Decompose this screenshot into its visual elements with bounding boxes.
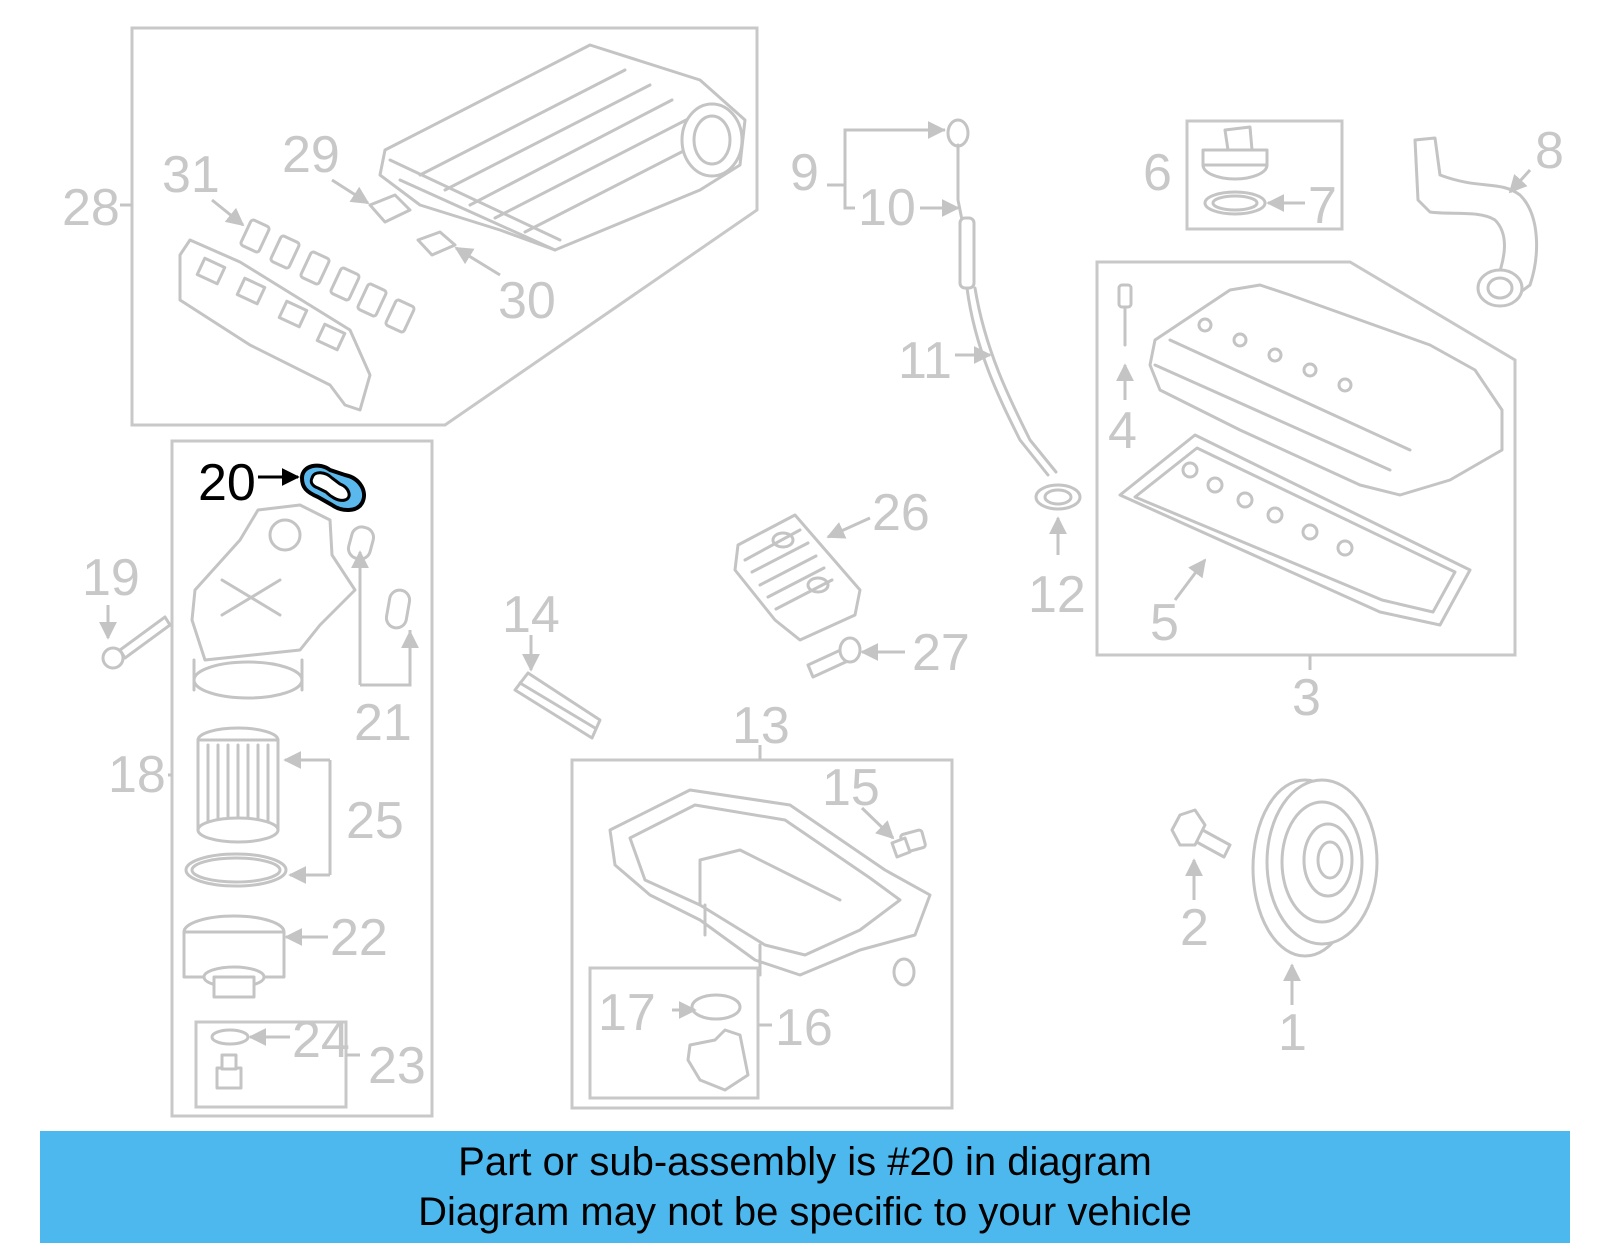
- callout-28: 28: [62, 179, 120, 237]
- callout-16: 16: [775, 999, 833, 1057]
- bolt-19: [101, 615, 172, 670]
- callout-24: 24: [292, 1011, 350, 1069]
- callout-18: 18: [108, 746, 166, 804]
- info-banner: Part or sub-assembly is #20 in diagram D…: [40, 1131, 1570, 1243]
- valve-cover-gasket-5: [1118, 433, 1472, 627]
- lower-intake-runner: [178, 238, 372, 412]
- upper-intake-manifold: [378, 43, 747, 252]
- callout-12: 12: [1028, 566, 1086, 624]
- seal-21b: [384, 588, 412, 630]
- callout-9: 9: [790, 144, 819, 202]
- gasket-20-highlighted: [258, 463, 366, 512]
- oil-pickup-16: [686, 1028, 750, 1092]
- sensor-4: [1117, 283, 1133, 347]
- callout-10: 10: [858, 179, 916, 237]
- intake-gasket-strip: [239, 218, 416, 334]
- washer-24: [210, 1028, 250, 1046]
- callout-14: 14: [502, 586, 560, 644]
- callout-8: 8: [1535, 122, 1564, 180]
- callout-31: 31: [162, 146, 220, 204]
- callout-4: 4: [1108, 402, 1137, 460]
- dipstick-handle: [946, 118, 970, 148]
- callout-3: 3: [1292, 669, 1321, 727]
- banner-line-2: Diagram may not be specific to your vehi…: [418, 1190, 1192, 1234]
- drain-plug-15: [860, 806, 927, 859]
- callout-13: 13: [732, 697, 790, 755]
- callout-1: 1: [1278, 1004, 1307, 1062]
- oil-filter-element: [196, 726, 280, 844]
- gasket-29: [368, 193, 412, 224]
- oil-pan: [608, 788, 932, 977]
- callout-11: 11: [898, 332, 952, 390]
- breather-hose-8: [1413, 136, 1539, 308]
- callout-labels: 1 2 3 4 5 6 7 8 9 10 11 12 13 14 15 16 1…: [62, 122, 1564, 1095]
- intake-manifold-group: [120, 26, 759, 427]
- oring-12: [1034, 483, 1082, 511]
- oring-25: [184, 852, 288, 888]
- callout-7: 7: [1308, 177, 1337, 235]
- callout-22: 22: [330, 909, 388, 967]
- crank-pulley-1: [1251, 778, 1379, 1005]
- banner-line-1: Part or sub-assembly is #20 in diagram: [458, 1140, 1152, 1184]
- dipstick-tube-top: [958, 216, 976, 290]
- callout-27: 27: [912, 624, 970, 682]
- callout-17: 17: [598, 984, 656, 1042]
- callout-20: 20: [198, 454, 256, 512]
- oring-pan: [892, 957, 916, 987]
- filter-cap-22: [182, 914, 286, 999]
- valve-cover-group: [1095, 260, 1517, 670]
- bolt-27: [806, 636, 905, 679]
- bolt-2: [1170, 808, 1232, 900]
- callout-15: 15: [822, 759, 880, 817]
- oil-filter-housing-group: [99, 439, 434, 1118]
- callout-5: 5: [1150, 594, 1179, 652]
- baffle-14: [513, 635, 602, 740]
- callout-21: 21: [354, 694, 412, 752]
- oil-cap-6: [1201, 125, 1269, 181]
- callout-30: 30: [498, 272, 556, 330]
- callout-6: 6: [1143, 144, 1172, 202]
- oil-cap-group: [1185, 119, 1344, 231]
- callout-2: 2: [1180, 899, 1209, 957]
- gasket-30: [416, 230, 457, 257]
- callout-19: 19: [82, 549, 140, 607]
- oil-cooler-26: [733, 513, 871, 642]
- oring-17: [690, 993, 742, 1021]
- valve-cover: [1148, 283, 1504, 497]
- callout-25: 25: [346, 792, 404, 850]
- callout-23: 23: [368, 1037, 426, 1095]
- oil-filter-housing: [190, 503, 357, 700]
- drain-plug-23: [215, 1053, 243, 1090]
- callout-26: 26: [872, 484, 930, 542]
- oil-pan-group: [570, 745, 954, 1110]
- dipstick-group: [827, 118, 1082, 555]
- callout-29: 29: [282, 126, 340, 184]
